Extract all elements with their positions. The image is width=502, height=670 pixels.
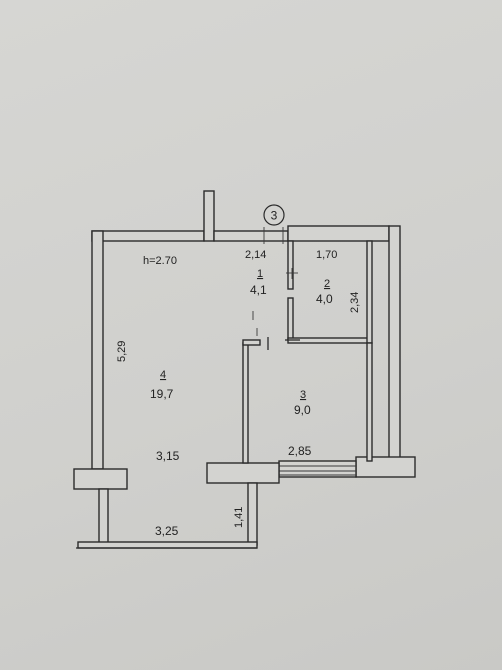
room-1-area: 4,1 xyxy=(250,283,267,297)
partition-room2-left xyxy=(287,240,294,290)
wall-left xyxy=(91,230,104,470)
dim-3-25: 3,25 xyxy=(155,524,179,538)
room-4-number: 4 xyxy=(160,369,166,381)
wall-left-pilaster xyxy=(73,468,128,490)
wall-bottom xyxy=(77,541,258,549)
room-3-number: 3 xyxy=(300,389,306,401)
dim-2-85: 2,85 xyxy=(288,444,312,458)
wall-center-block xyxy=(206,462,280,484)
partition-room2-left-lower xyxy=(287,297,294,341)
dim-5-29: 5,29 xyxy=(116,341,128,362)
ceiling-height-label: h=2.70 xyxy=(143,255,177,267)
room-2-area: 4,0 xyxy=(316,292,333,306)
room-1-number: 1 xyxy=(257,268,263,280)
room-3-area: 9,0 xyxy=(294,403,311,417)
wall-top-left xyxy=(91,230,205,242)
wall-top-right xyxy=(287,225,390,242)
partition-room2-right xyxy=(366,240,373,344)
wall-top-middle xyxy=(213,230,289,242)
partition-room4-room3 xyxy=(242,342,249,464)
dim-1-70: 1,70 xyxy=(316,249,337,261)
room-2-number: 2 xyxy=(324,278,330,290)
axis-marker-label: 3 xyxy=(271,209,278,223)
partition-room3-right xyxy=(366,342,373,462)
dim-1-41: 1,41 xyxy=(233,507,245,528)
wall-right xyxy=(388,225,401,459)
wall-right-block xyxy=(355,456,416,478)
wall-balcony-right xyxy=(247,482,258,546)
axis-marker-circle xyxy=(263,204,285,226)
dim-3-15: 3,15 xyxy=(156,449,180,463)
room-4-area: 19,7 xyxy=(150,387,174,401)
dim-2-14: 2,14 xyxy=(245,249,266,261)
dim-2-34: 2,34 xyxy=(349,292,361,313)
partition-stub xyxy=(242,339,261,346)
wall-left-lower xyxy=(98,488,109,546)
wall-riser xyxy=(203,190,215,242)
